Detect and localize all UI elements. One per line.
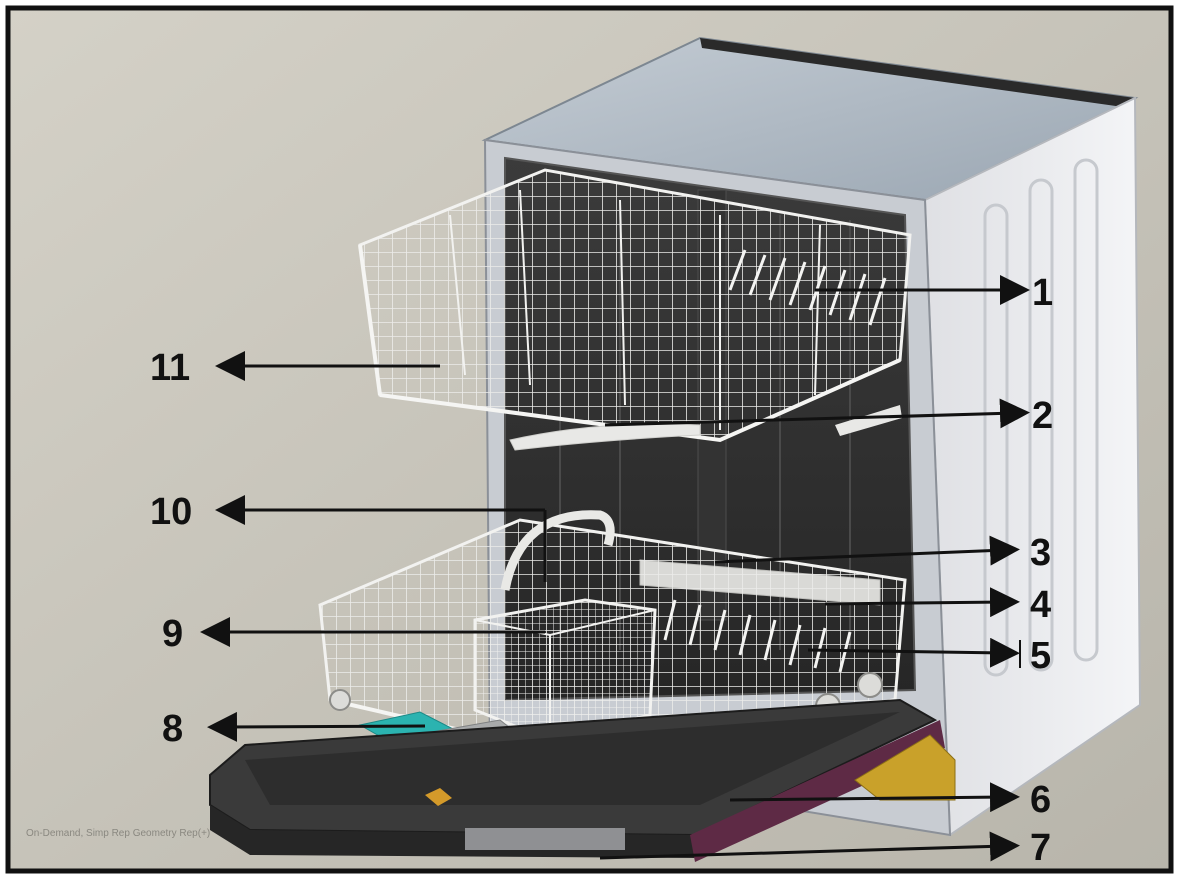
side-panel-ribs [983,158,1099,677]
upper-rack [358,168,912,443]
door-control-panel [465,828,625,850]
cabinet-side-panel [923,96,1142,837]
leader-line-5 [807,637,1020,668]
cutlery-basket [473,510,657,742]
callout-number-10: 10 [150,491,192,533]
leader-line-7 [599,831,1020,862]
leader-line-3 [714,535,1020,566]
leader-line-8 [207,711,426,742]
callout-number-9: 9 [162,613,183,655]
door-latch [425,788,452,806]
upper-spray-arm [509,423,701,451]
leader-line-2 [604,398,1030,429]
mount-bracket [854,734,956,801]
callout-number-7: 7 [1030,827,1051,869]
callout-number-11: 11 [150,347,190,389]
leader-line-4 [824,587,1020,618]
leader-lines [200,275,1030,862]
footer-caption: On-Demand, Simp Rep Geometry Rep(+) [26,828,210,839]
callout-number-6: 6 [1030,779,1051,821]
cabinet-top-edge [700,38,1135,108]
callout-number-5: 5 [1030,635,1051,677]
door-seal [690,720,945,862]
callout-number-1: 1 [1032,272,1053,314]
callout-number-8: 8 [162,708,183,750]
callout-number-3: 3 [1030,532,1051,574]
callout-labels: 1 2 3 4 5 6 7 8 9 10 11 [150,272,1053,869]
upper-spray-arm-end [835,405,902,436]
door [209,698,938,858]
leader-line-6 [729,782,1020,813]
callout-number-4: 4 [1030,584,1051,626]
callout-number-2: 2 [1032,395,1053,437]
